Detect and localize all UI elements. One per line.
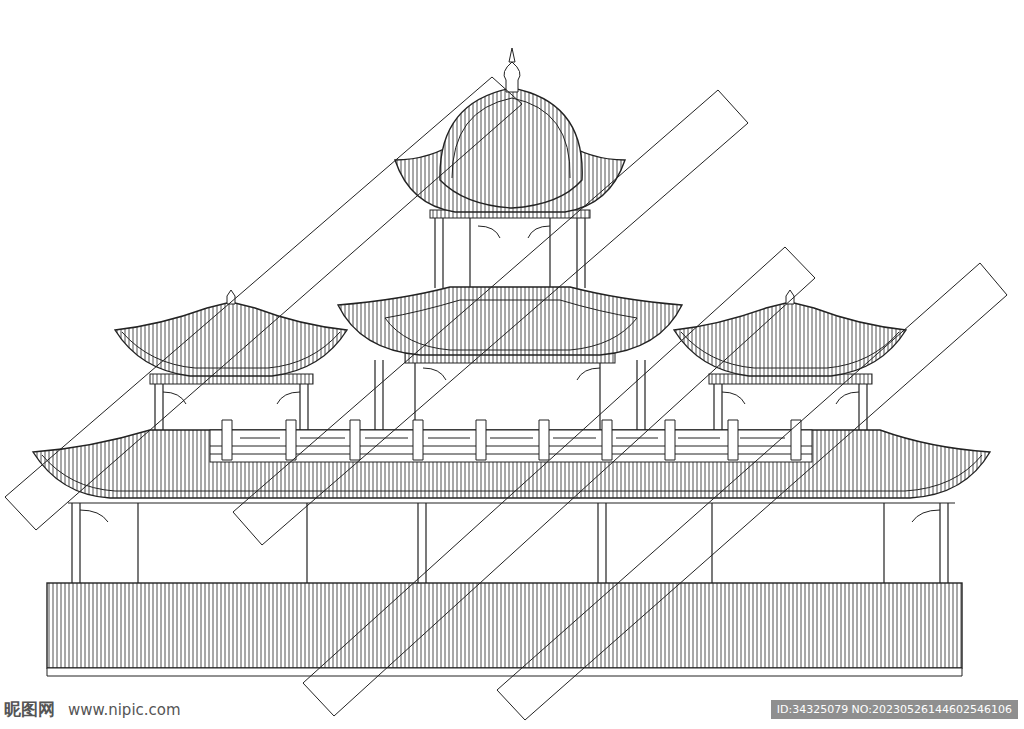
watermark-bands [5, 77, 1007, 720]
watermark-band [5, 77, 522, 530]
bracket [478, 226, 550, 238]
balustrade-posts [222, 420, 801, 460]
watermark-band [233, 90, 748, 545]
watermark-band [303, 247, 815, 716]
ground-columns [68, 503, 955, 583]
platform-base [47, 583, 962, 668]
watermark-url: www.nipic.com [68, 701, 181, 719]
finial [504, 48, 520, 92]
watermark-logo: 昵图网 [4, 699, 55, 719]
middle-roof [338, 287, 682, 355]
dome-roof [440, 88, 582, 208]
balustrade [210, 430, 812, 462]
balustrade-panels [240, 438, 785, 439]
bracket [423, 368, 600, 380]
watermark-band [497, 263, 1007, 720]
dome-edge [452, 98, 570, 178]
bracket [80, 510, 940, 522]
platform-plinth [47, 668, 962, 676]
top-columns [435, 218, 585, 288]
watermark-id: ID:34325079 NO:20230526144602546106 [771, 700, 1018, 719]
middle-roof-front [385, 300, 637, 350]
main-roof [33, 430, 990, 498]
